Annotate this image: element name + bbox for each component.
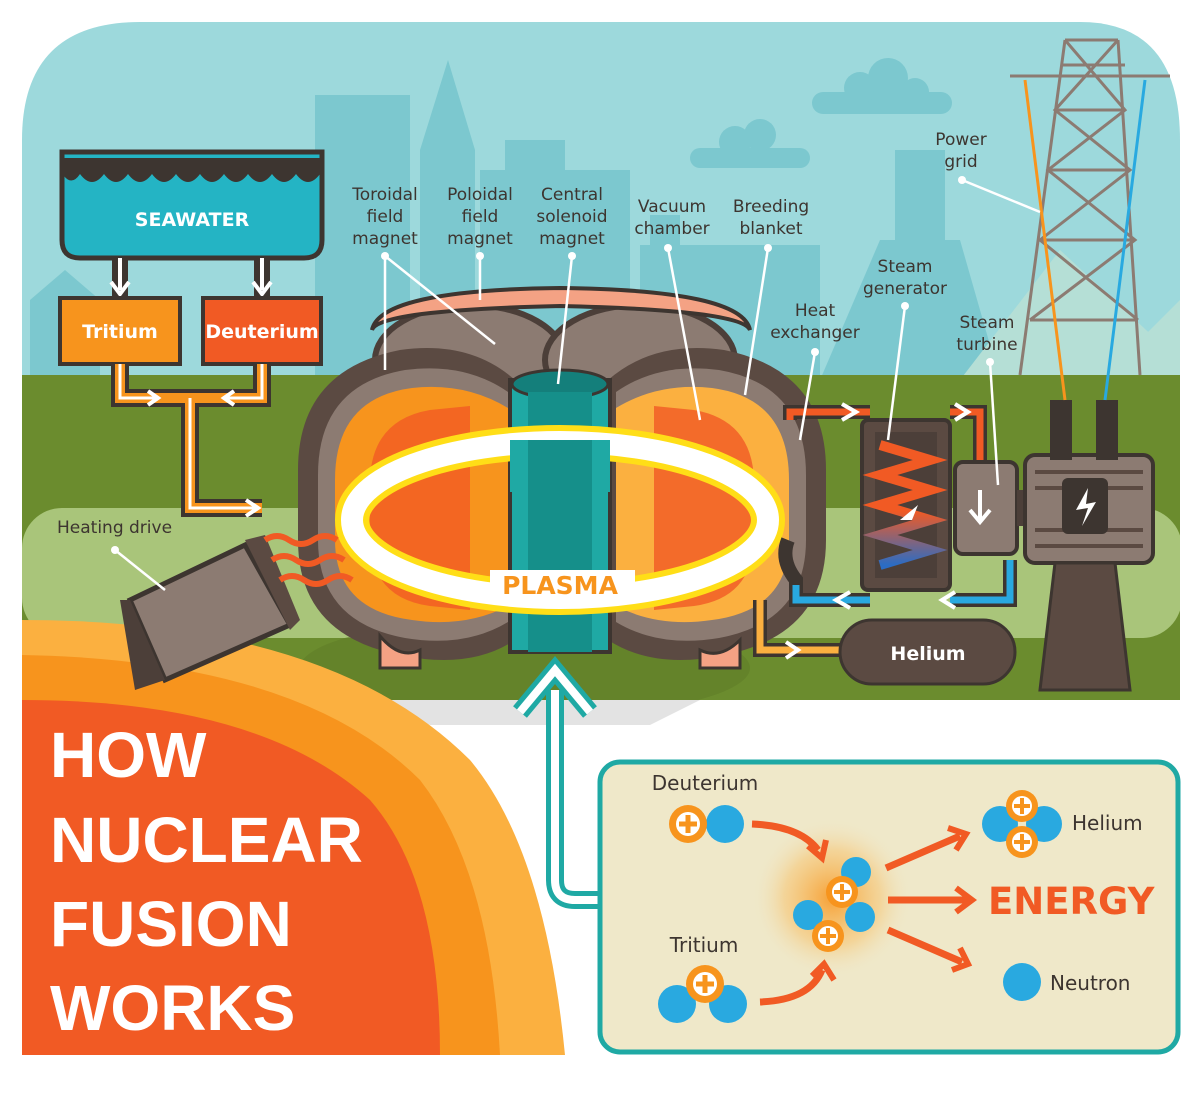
- neutron-particle: [1003, 963, 1041, 1001]
- reaction-arrows: [751, 820, 977, 1006]
- seawater-label: SEAWATER: [135, 209, 250, 231]
- lightning-icon: [1076, 488, 1096, 526]
- svg-text:Heating drive: Heating drive: [57, 518, 172, 538]
- steam-turbine: [953, 460, 1029, 556]
- helium-nucleus: [982, 790, 1062, 858]
- title-line-4: WORKS: [50, 972, 295, 1044]
- reaction-energy-label: ENERGY: [988, 880, 1156, 923]
- clouds: [690, 58, 952, 168]
- tokamak-reactor: PLASMA: [298, 285, 826, 670]
- deuterium-nucleus: [669, 805, 744, 843]
- fuel-pipe: [111, 364, 271, 518]
- tritium-box: Tritium: [58, 296, 182, 366]
- fused-nucleus: [793, 857, 875, 952]
- deuterium-label: Deuterium: [205, 321, 318, 343]
- plasma-label: PLASMA: [502, 571, 618, 600]
- heat-exchanger-loop: [778, 402, 870, 610]
- title-line-2: NUCLEAR: [50, 804, 363, 876]
- tritium-label: Tritium: [82, 321, 158, 343]
- seawater-pipes: [109, 258, 273, 298]
- power-grid-tower: [1010, 38, 1170, 401]
- label-heating-drive: Heating drive: [57, 518, 172, 591]
- helium-tank-label: Helium: [890, 643, 965, 665]
- reaction-to-reactor-arrow: [513, 655, 600, 909]
- title-line-3: FUSION: [50, 888, 292, 960]
- title-line-1: HOW: [50, 719, 207, 791]
- steam-generator: [860, 402, 1017, 610]
- tritium-nucleus: [658, 965, 747, 1023]
- reaction-neutron-label: Neutron: [1050, 971, 1130, 995]
- title-block: HOW NUCLEAR FUSION WORKS: [22, 620, 565, 1055]
- deuterium-box: Deuterium: [201, 296, 323, 366]
- reaction-helium-label: Helium: [1072, 811, 1143, 835]
- helium-tank: Helium: [753, 600, 1017, 686]
- reaction-tritium-label: Tritium: [669, 933, 739, 957]
- heating-drive: [120, 533, 354, 690]
- seawater-tank: SEAWATER: [59, 149, 325, 261]
- fusion-reaction-panel: Deuterium Tritium: [597, 759, 1181, 1055]
- generator-transformer: [1023, 400, 1155, 692]
- reaction-deuterium-label: Deuterium: [652, 771, 758, 795]
